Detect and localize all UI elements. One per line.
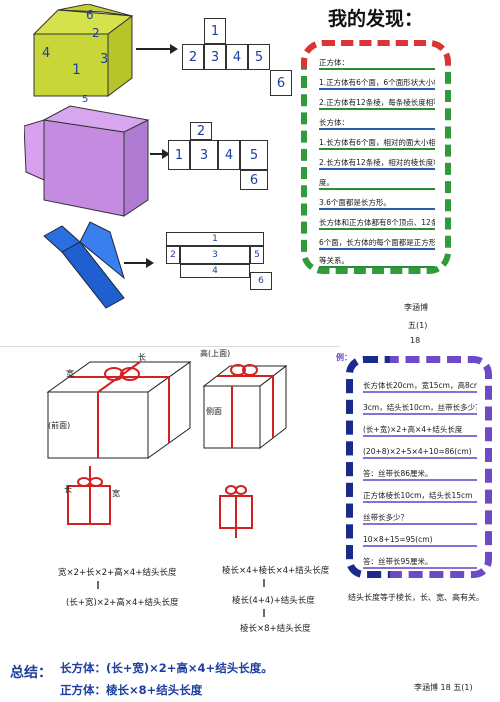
net3-face: 3 xyxy=(180,246,250,264)
signature-number: 18 xyxy=(410,336,421,345)
arrow-3 xyxy=(124,258,154,268)
formula-right-1: 棱长×4+棱长×4+结头长度 xyxy=(222,566,330,576)
label-bottom-right: 宽 xyxy=(112,489,120,498)
label-top-left: 宽 xyxy=(66,369,74,378)
arrow-1 xyxy=(136,44,178,54)
example-label: 例： xyxy=(336,353,352,362)
example-line: (20+8)×2+5×4+10=86(cm) xyxy=(363,443,477,460)
signature-name: 李涵博 xyxy=(404,303,428,312)
green-face-1: 1 xyxy=(72,62,81,78)
finding-line: 正方体： xyxy=(319,56,435,70)
formula-right-4: ‖ xyxy=(262,608,266,617)
findings-panel: 正方体： 1.正方体有6个面，6个面形状大小相同。 2.正方体有12条棱，每条棱… xyxy=(301,40,451,274)
example-line: 答：丝带长86厘米。 xyxy=(363,465,477,482)
net3-face: 6 xyxy=(250,272,272,290)
net3-face: 2 xyxy=(166,246,180,264)
net3-face: 1 xyxy=(166,232,264,246)
signature-bottom: 李涵博 18 五(1) xyxy=(414,683,473,692)
net1-face: 1 xyxy=(204,18,226,44)
finding-line: 3.6个面都是长方形。 xyxy=(319,196,435,210)
formula-left-3: (长+宽)×2+高×4+结头长度 xyxy=(66,598,179,608)
net1-face: 3 xyxy=(204,44,226,70)
gift-box-small-right xyxy=(219,485,253,538)
net3-face: 4 xyxy=(180,264,250,278)
purple-box-drawing xyxy=(24,105,150,217)
summary-line-1: 长方体：(长+宽)×2+高×4+结头长度。 xyxy=(60,661,273,675)
green-face-3: 3 xyxy=(100,52,109,67)
example-line: 长方体长20cm，宽15cm，高8cm， xyxy=(363,377,477,394)
label-long: 长 xyxy=(138,353,146,362)
example-line: 正方体棱长10cm，结头长15cm xyxy=(363,487,477,504)
label-side2: 侧面 xyxy=(206,407,222,416)
finding-line: 2.正方体有12条棱，每条棱长度相等。 xyxy=(319,96,435,110)
formula-left-2: ‖ xyxy=(96,580,100,589)
green-face-4: 4 xyxy=(42,46,51,61)
net2-face: 4 xyxy=(218,140,240,170)
green-face-5: 5 xyxy=(82,94,89,105)
green-face-2: 2 xyxy=(92,26,100,40)
net1-face: 4 xyxy=(226,44,248,70)
gift-box-cube xyxy=(202,364,288,450)
finding-line: 6个面，长方体的每个面都是正方形。 xyxy=(319,236,435,250)
net2-face: 5 xyxy=(240,140,268,170)
finding-line: 1.正方体有6个面，6个面形状大小相同。 xyxy=(319,76,435,90)
net2-face: 2 xyxy=(190,122,212,140)
green-box-drawing xyxy=(32,4,134,97)
example-line: 10×8+15=95(cm) xyxy=(363,531,477,548)
finding-line: 2.长方体有12条棱，相对的棱长度相等。 xyxy=(319,156,435,170)
summary-line-2: 正方体：棱长×8+结头长度 xyxy=(60,683,203,697)
summary-label: 总结： xyxy=(10,665,52,681)
signature-class: 五(1) xyxy=(408,321,428,330)
net3-face: 5 xyxy=(250,246,264,264)
finding-line: 度。 xyxy=(319,176,435,190)
example-line: 答：丝带长95厘米。 xyxy=(363,553,477,570)
example-line: 3cm，结头长10cm，丝带长多少？ xyxy=(363,399,477,416)
finding-line: 等关系。 xyxy=(319,254,435,268)
section-divider xyxy=(0,346,340,347)
label-top2: 高(上面) xyxy=(200,349,231,358)
blue-box-drawing xyxy=(43,221,125,309)
example-line: (长+宽)×2+高×4+结头长度 xyxy=(363,421,477,438)
example-line: 丝带长多少？ xyxy=(363,509,477,526)
arrow-2 xyxy=(150,149,170,159)
net1-face: 6 xyxy=(270,70,292,96)
formula-right-3: 棱长(4+4)+结头长度 xyxy=(232,596,315,606)
green-face-6: 6 xyxy=(86,8,94,22)
formula-right-5: 棱长×8+结头长度 xyxy=(240,624,311,634)
net2-face: 6 xyxy=(240,170,268,190)
finding-line: 长方体和正方体都有8个顶点、12条棱， xyxy=(319,216,435,230)
formula-left-1: 宽×2+长×2+高×4+结头长度 xyxy=(58,568,177,578)
net1-face: 2 xyxy=(182,44,204,70)
net2-face: 3 xyxy=(190,140,218,170)
gift-box-small-left xyxy=(67,466,111,525)
findings-title: 我的发现： xyxy=(328,8,424,30)
example-panel: 长方体长20cm，宽15cm，高8cm， 3cm，结头长10cm，丝带长多少？ … xyxy=(346,356,492,578)
finding-line: 1.长方体有6个面，相对的面大小相同。 xyxy=(319,136,435,150)
label-front: (前面) xyxy=(48,421,71,430)
net1-face: 5 xyxy=(248,44,270,70)
net2-face: 1 xyxy=(168,140,190,170)
finding-line: 长方体： xyxy=(319,116,435,130)
formula-right-2: ‖ xyxy=(262,578,266,587)
label-bottom-left: 长 xyxy=(64,485,72,494)
gift-box-large xyxy=(46,361,192,459)
footnote: 结头长度等于棱长，长、宽、高有关。 xyxy=(348,593,484,602)
